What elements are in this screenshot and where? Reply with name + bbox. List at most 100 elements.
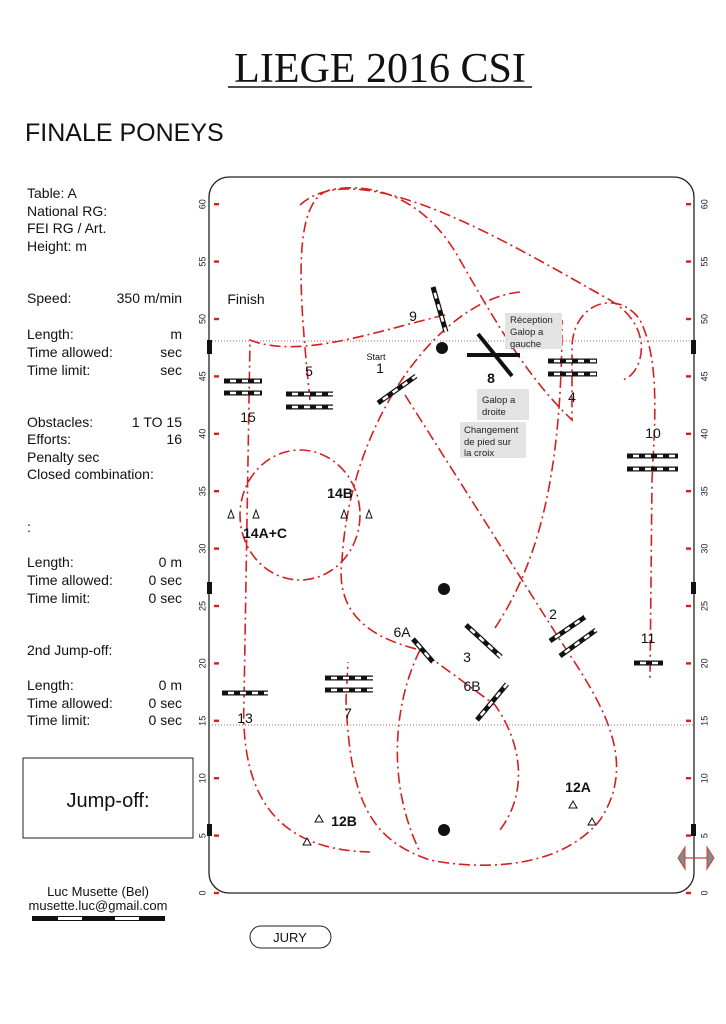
obstacle-5 [286, 391, 333, 410]
axis-tick-label: 20 [699, 658, 709, 668]
jury-label: JURY [273, 930, 307, 945]
jumpoff-title: : [27, 519, 31, 535]
axis-tick-mark [686, 719, 691, 722]
axis-tick-mark [686, 662, 691, 665]
axis-tick-label: 45 [197, 371, 207, 381]
page-title: LIEGE 2016 CSI [234, 46, 526, 92]
axis-tick-label: 15 [699, 716, 709, 726]
axis-tick-label: 55 [699, 257, 709, 267]
obstacle-label-12b: 12B [331, 813, 357, 829]
obstacles-value: 1 TO 15 [132, 414, 182, 430]
axis-tick-mark [214, 662, 219, 665]
obstacle-6b [475, 682, 509, 722]
jo-time-limit-label: Time limit: [27, 590, 90, 606]
obstacle-6a [411, 637, 435, 664]
svg-text:gauche: gauche [510, 339, 541, 350]
double-arrow-icon [677, 845, 715, 871]
axis-tick-mark [686, 490, 691, 493]
finish-label: Finish [227, 291, 264, 307]
axis-tick-label: 5 [699, 833, 709, 838]
axis-tick-label: 55 [197, 257, 207, 267]
jo2-time-limit-value: 0 sec [149, 712, 182, 728]
axis-tick-mark [686, 317, 691, 321]
closed-combination: Closed combination: [27, 466, 154, 482]
jo-length-label: Length: [27, 554, 74, 570]
svg-text:droite: droite [482, 407, 506, 418]
axis-tick-mark [214, 604, 219, 608]
axis-tick-label: 0 [197, 890, 207, 895]
height: Height: m [27, 238, 87, 254]
axis-tick-mark [214, 260, 219, 263]
obstacle-label-3: 3 [463, 649, 471, 665]
obstacle-label-7: 7 [344, 705, 352, 721]
obstacle-label-12a: 12A [565, 779, 591, 795]
obstacle-label-10: 10 [645, 425, 661, 441]
jo-time-allowed-label: Time allowed: [27, 572, 113, 588]
jo2-title: 2nd Jump-off: [27, 642, 112, 658]
axis-tick-label: 30 [197, 544, 207, 554]
penalty: Penalty sec [27, 449, 99, 465]
obstacle-label-11: 11 [641, 630, 656, 646]
efforts-value: 16 [166, 431, 182, 447]
axis-tick-label: 35 [699, 486, 709, 496]
fei-rg: FEI RG / Art. [27, 220, 106, 236]
time-allowed-value: sec [160, 344, 182, 360]
speed-value: 350 m/min [117, 290, 182, 306]
axis-tick-label: 60 [699, 199, 709, 209]
obstacle-label-8: 8 [487, 370, 495, 386]
note-changement: Changement de pied sur la croix [460, 422, 526, 459]
obstacle-4 [548, 358, 597, 377]
axis-tick-mark [686, 375, 691, 378]
axis-tick-mark [214, 719, 219, 722]
jo-time-limit-value: 0 sec [149, 590, 182, 606]
axis-tick-mark [214, 203, 219, 206]
flag-markers [227, 508, 597, 846]
axis-tick-label: 45 [699, 371, 709, 381]
axis-tick-mark [686, 604, 691, 608]
time-limit-label: Time limit: [27, 362, 90, 378]
obstacle-label-6a: 6A [393, 624, 411, 640]
obstacles-label: Obstacles: [27, 414, 93, 430]
axis-tick-label: 15 [197, 716, 207, 726]
jumpoff-box [22, 757, 194, 839]
obstacle-label-14ac: 14A+C [243, 525, 287, 541]
obstacle-10 [627, 453, 678, 472]
obstacle-7 [325, 675, 373, 693]
obstacle-15 [224, 378, 262, 396]
obstacle-1 [376, 373, 418, 406]
course-route [239, 187, 656, 866]
jury-box [249, 925, 332, 949]
obstacle-label-5: 5 [305, 363, 313, 379]
obstacles [222, 286, 678, 722]
svg-text:Changement: Changement [464, 425, 519, 436]
center-marker [436, 342, 448, 354]
axis-tick-mark [214, 317, 219, 321]
axis-tick-mark [214, 547, 219, 550]
axis-tick-label: 40 [699, 429, 709, 439]
length-label: Length: [27, 326, 74, 342]
national-rg: National RG: [27, 203, 107, 219]
entrance-markers [207, 340, 696, 836]
axis-tick-mark [214, 432, 219, 435]
obstacle-9 [430, 286, 449, 333]
axis-tick-label: 10 [699, 773, 709, 783]
axis-tick-label: 20 [197, 658, 207, 668]
scale-bar [32, 916, 165, 921]
axis-tick-label: 0 [699, 890, 709, 895]
axis-tick-mark [214, 834, 219, 837]
axis-tick-label: 60 [197, 199, 207, 209]
obstacle-label-9: 9 [409, 308, 417, 324]
speed-label: Speed: [27, 290, 71, 306]
jo2-time-allowed-label: Time allowed: [27, 695, 113, 711]
axis-tick-label: 30 [699, 544, 709, 554]
start-label: Start [366, 352, 386, 362]
obstacle-label-13: 13 [237, 710, 253, 726]
axis-tick-mark [686, 203, 691, 206]
axis-tick-label: 25 [197, 601, 207, 611]
axis-tick-label: 50 [197, 314, 207, 324]
svg-text:de pied sur: de pied sur [464, 437, 511, 448]
jo-time-allowed-value: 0 sec [149, 572, 182, 588]
table-type: Table: A [27, 185, 77, 201]
